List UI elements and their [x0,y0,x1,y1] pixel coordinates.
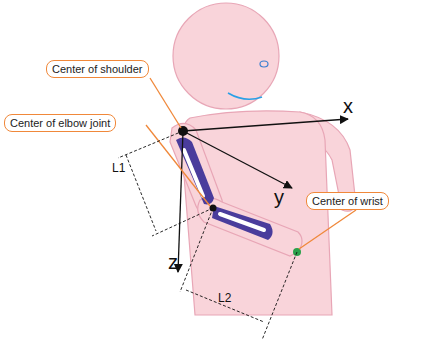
callout-box: Center of elbow joint [4,114,116,132]
callout-text: Center of wrist [312,194,383,208]
axis-label: y [274,187,284,207]
callout-box: Center of wrist [306,192,389,210]
axis-label: x [343,96,353,116]
callout-text: Center of shoulder [52,62,143,76]
dimension-label: L2 [218,292,231,304]
callout-text: Center of elbow joint [10,116,110,130]
axis-label: z [168,252,178,272]
callout-box: Center of shoulder [46,60,149,78]
dimension-label: L1 [112,162,125,174]
